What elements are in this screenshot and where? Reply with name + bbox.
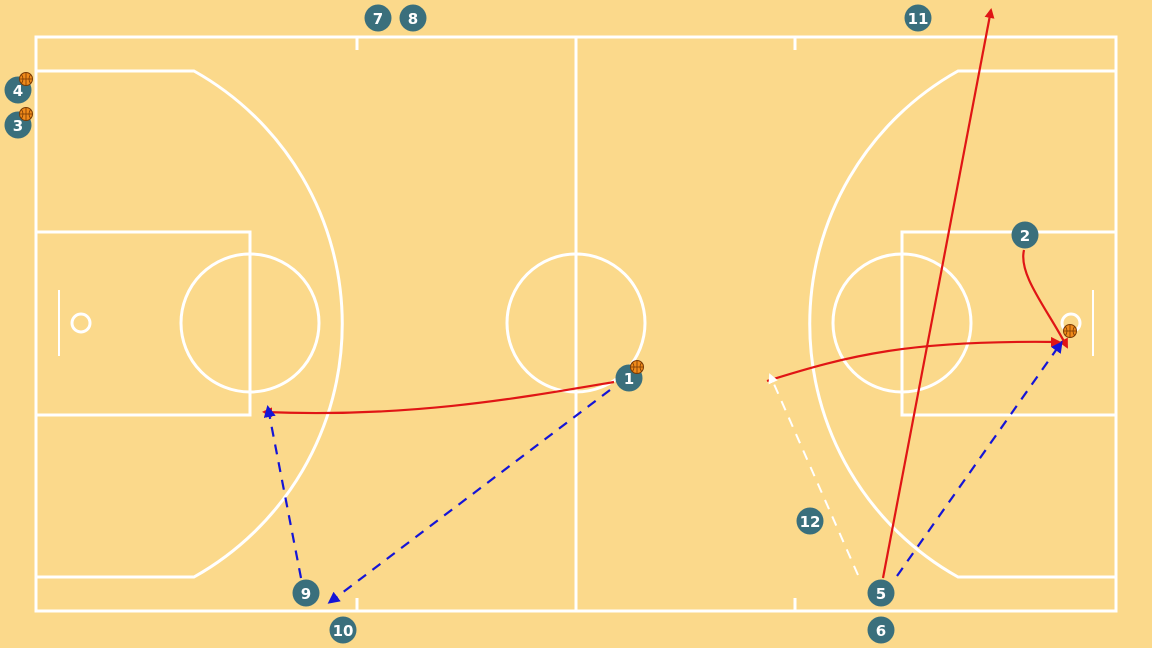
player-number: 1 (624, 370, 634, 388)
movement-path-arrow (768, 373, 859, 576)
player-number: 4 (13, 82, 23, 100)
left-free-throw-circle (179, 252, 321, 394)
player-number: 11 (908, 10, 929, 28)
player-token (796, 507, 824, 535)
left-key (34, 230, 252, 417)
player-number: 2 (1020, 227, 1030, 245)
movement-pass-arrow (896, 340, 1063, 577)
movement-pass-arrow (327, 389, 611, 604)
player-number: 8 (408, 10, 418, 28)
player-token (364, 4, 392, 32)
right-free-throw-circle (831, 252, 973, 394)
player-1[interactable]: 1 (615, 360, 644, 392)
player-number: 7 (373, 10, 383, 28)
basketball-icon (1063, 324, 1077, 338)
movements-layer (262, 8, 1077, 604)
movement-cut-arrow (881, 8, 995, 579)
basketball-icon (19, 107, 33, 121)
basketball-icon (19, 72, 33, 86)
player-number: 3 (13, 117, 23, 135)
movement-dribble-cut-arrow (262, 380, 615, 418)
player-token (904, 4, 932, 32)
player-token (867, 579, 895, 607)
player-3[interactable]: 3 (4, 107, 33, 139)
player-2[interactable]: 2 (1011, 221, 1039, 249)
left-three-point-line (36, 69, 344, 579)
movement-cut-arrow (766, 336, 1061, 383)
player-7[interactable]: 7 (364, 4, 392, 32)
player-token (867, 616, 895, 644)
player-token (329, 616, 357, 644)
center-circle (505, 252, 647, 394)
player-8[interactable]: 8 (399, 4, 427, 32)
movement-cut-arrow (1022, 249, 1068, 349)
player-5[interactable]: 5 (867, 579, 895, 607)
player-10[interactable]: 10 (329, 616, 357, 644)
player-11[interactable]: 11 (904, 4, 932, 32)
player-9[interactable]: 9 (292, 579, 320, 607)
player-token (292, 579, 320, 607)
player-token (399, 4, 427, 32)
right-three-point-line (808, 69, 1116, 579)
player-number: 6 (876, 622, 886, 640)
player-token (1011, 221, 1039, 249)
left-rim (70, 312, 92, 334)
movement-pass-arrow (263, 405, 303, 579)
player-12[interactable]: 12 (796, 507, 824, 535)
player-6[interactable]: 6 (867, 616, 895, 644)
player-number: 5 (876, 585, 886, 603)
player-number: 10 (333, 622, 354, 640)
player-4[interactable]: 4 (4, 72, 33, 104)
basketball-icon (630, 360, 644, 374)
right-key (900, 230, 1118, 417)
player-number: 12 (800, 513, 821, 531)
court-lines (34, 35, 1118, 613)
player-number: 9 (301, 585, 311, 603)
